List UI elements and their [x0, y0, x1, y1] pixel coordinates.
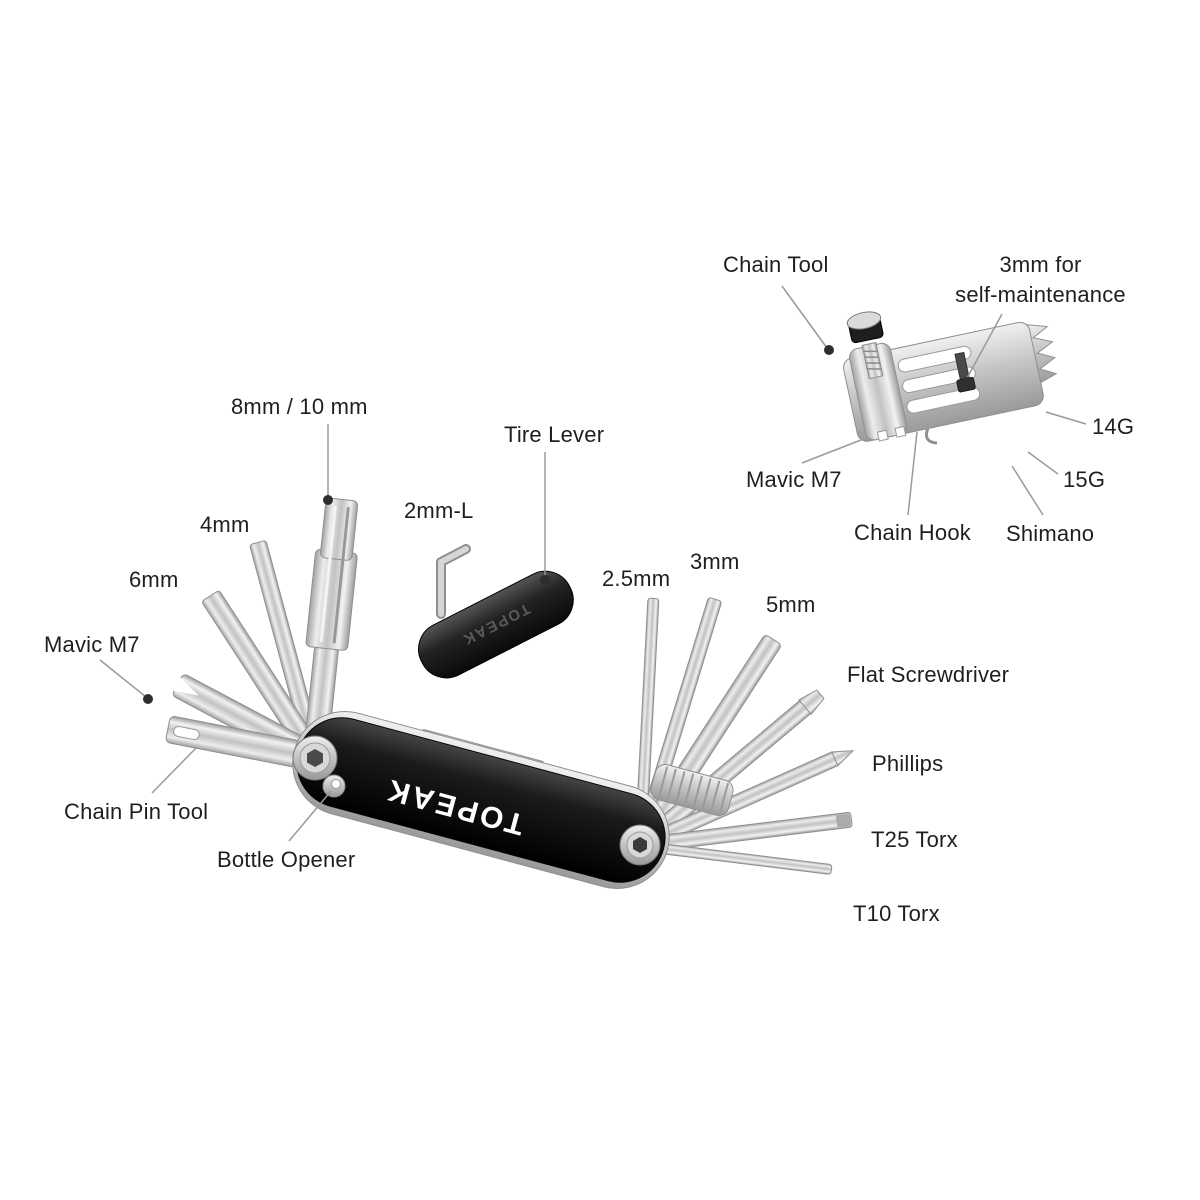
chain-tool-barrel: [650, 764, 734, 816]
leader-lines: [99, 285, 1087, 842]
chain-pin-tool: [165, 715, 323, 772]
label-t25-torx: T25 Torx: [871, 827, 958, 852]
tire-lever-tool: TOPEAK: [418, 570, 574, 679]
bottle-opener-tool: [322, 774, 346, 798]
left-tools: [165, 497, 471, 772]
label-chain-hook: Chain Hook: [854, 520, 971, 545]
label-tire-lever: Tire Lever: [504, 422, 605, 447]
leader-dots: [143, 345, 972, 704]
pivot-bolt-left: [292, 735, 338, 781]
chain-hook-notch: [876, 425, 938, 445]
hex-2mm-l-tool: [436, 544, 471, 619]
label-flat-screwdriver: Flat Screwdriver: [847, 662, 1010, 687]
label-5mm: 5mm: [766, 592, 816, 617]
pivot-bolt-right: [619, 824, 661, 866]
label-3mm: 3mm: [690, 549, 740, 574]
right-tools: [631, 597, 855, 875]
label-bottle-opener: Bottle Opener: [217, 847, 356, 872]
label-8mm-10mm: 8mm / 10 mm: [231, 394, 368, 419]
label-6mm: 6mm: [129, 567, 179, 592]
label-2-5mm: 2.5mm: [602, 566, 671, 591]
label-phillips: Phillips: [872, 751, 944, 776]
label-4mm: 4mm: [200, 512, 250, 537]
tool-body: TOPEAK: [292, 711, 670, 889]
label-chain-pin-tool: Chain Pin Tool: [64, 799, 209, 824]
t25-torx-tool: [636, 811, 853, 854]
label-2mm-l: 2mm-L: [404, 498, 474, 523]
chain-tool-illustration: [843, 311, 1058, 445]
label-15g: 15G: [1063, 467, 1106, 492]
label-3mm-self-maintenance: 3mm for self-maintenance: [955, 252, 1126, 307]
label-mavic-m7-left: Mavic M7: [44, 632, 140, 657]
label-t10-torx: T10 Torx: [853, 901, 940, 926]
label-chain-tool: Chain Tool: [723, 252, 829, 277]
label-14g: 14G: [1092, 414, 1135, 439]
chain-tool-knob: [846, 311, 884, 380]
label-shimano: Shimano: [1006, 521, 1095, 546]
label-mavic-m7-upper: Mavic M7: [746, 467, 842, 492]
